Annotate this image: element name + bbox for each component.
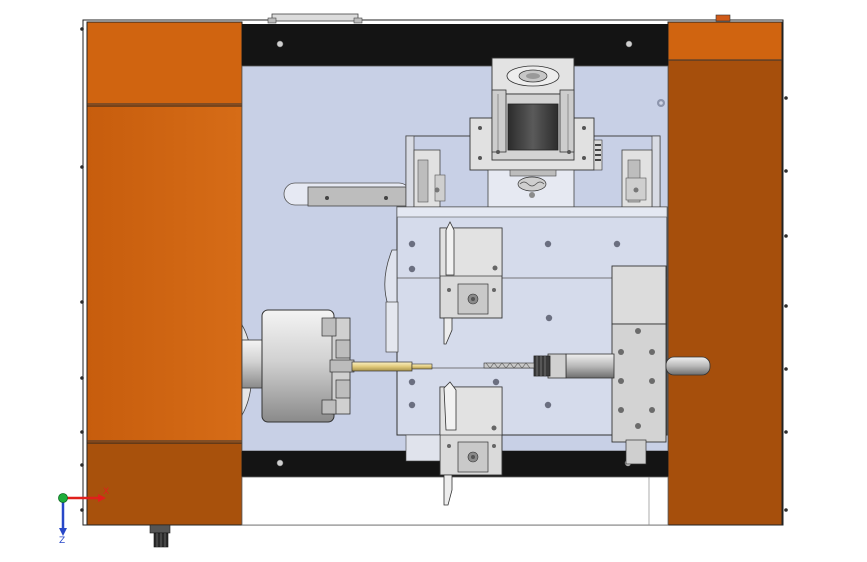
left-housing (80, 21, 243, 526)
bottom-connector (149, 524, 171, 548)
headstock-chuck (241, 309, 355, 423)
top-handle (267, 13, 363, 24)
drill-chuck (483, 353, 615, 379)
workpiece-rod (351, 361, 433, 372)
left-guide-rail (283, 182, 411, 207)
right-housing (667, 21, 788, 526)
top-right-latch (715, 14, 731, 22)
tailstock (611, 265, 711, 465)
carriage-side-curve (384, 249, 399, 353)
axis-z-label: Z (59, 536, 66, 546)
stepper-motor-mount (469, 57, 603, 213)
axis-x-label: X (103, 487, 110, 497)
top-rail (242, 24, 668, 66)
panel-holes (657, 99, 665, 107)
tool-post-bottom (405, 381, 503, 506)
coordinate-triad-icon (58, 493, 106, 536)
tool-post-top (439, 221, 503, 345)
